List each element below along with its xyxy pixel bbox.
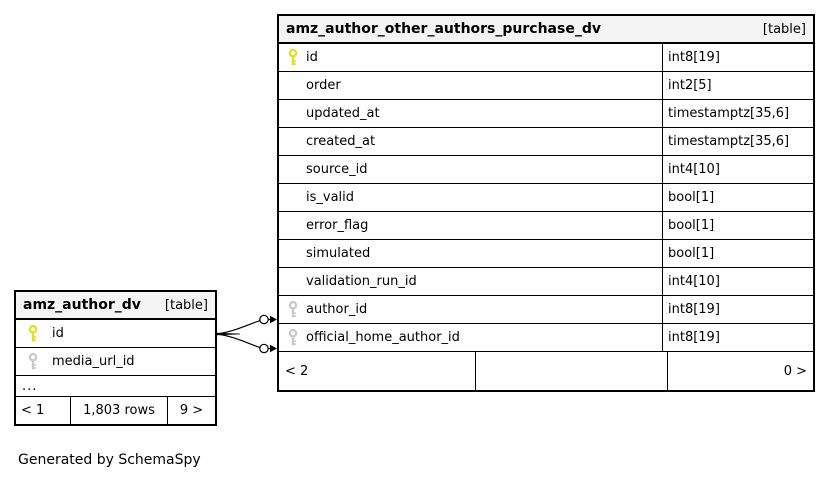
column-name: id [52, 326, 64, 341]
elided-columns-row: ... [16, 376, 215, 397]
table-footer: < 1 1,803 rows 9 > [16, 397, 215, 424]
column-name: updated_at [306, 106, 380, 121]
table-footer: < 2 0 > [279, 352, 813, 390]
table-node-amz_author_other_authors_purchase_dv[interactable]: amz_author_other_authors_purchase_dv [ta… [277, 14, 815, 392]
primary-key-icon [28, 325, 52, 342]
column-name: source_id [306, 162, 368, 177]
table-row: created_at timestamptz[35,6] [279, 128, 813, 156]
column-type: bool[1] [662, 212, 813, 239]
foreign-key-icon [288, 329, 306, 346]
column-type: int4[10] [662, 268, 813, 295]
footer-parents-count: < 2 [279, 352, 476, 390]
column-name: author_id [306, 302, 368, 317]
table-row: simulated bool[1] [279, 240, 813, 268]
generated-by-caption: Generated by SchemaSpy [18, 452, 201, 468]
table-row: error_flag bool[1] [279, 212, 813, 240]
foreign-key-icon [28, 353, 52, 370]
column-type: int8[19] [662, 324, 813, 351]
column-name: id [306, 50, 318, 65]
column-type: int8[19] [662, 44, 813, 71]
primary-key-icon [288, 49, 306, 66]
table-title: amz_author_dv [23, 297, 141, 313]
table-badge: [table] [164, 297, 208, 313]
arrowhead [270, 315, 277, 324]
table-row: source_id int4[10] [279, 156, 813, 184]
column-type: bool[1] [662, 184, 813, 211]
column-type: int4[10] [662, 156, 813, 183]
circle-connector-end [259, 343, 269, 354]
column-type: int8[19] [662, 296, 813, 323]
column-name: media_url_id [52, 354, 135, 369]
column-name: validation_run_id [306, 274, 417, 289]
table-row: id int8[19] [279, 44, 813, 72]
table-row: id [16, 320, 215, 348]
column-name: created_at [306, 134, 376, 149]
column-name: simulated [306, 246, 371, 261]
footer-children-count: 9 > [179, 403, 204, 418]
table-row: order int2[5] [279, 72, 813, 100]
footer-parents-count: < 1 [16, 397, 71, 424]
column-type: timestamptz[35,6] [662, 100, 813, 127]
table-row: author_id int8[19] [279, 296, 813, 324]
table-header[interactable]: amz_author_dv [table] [16, 292, 215, 320]
column-type: timestamptz[35,6] [662, 128, 813, 155]
footer-row-count: 1,803 rows [71, 397, 168, 424]
table-row: official_home_author_id int8[19] [279, 324, 813, 352]
fk-relationship-lines [215, 314, 277, 354]
footer-children-count: 0 > [783, 363, 807, 379]
circle-connector-end [259, 314, 269, 325]
table-row: is_valid bool[1] [279, 184, 813, 212]
column-name: error_flag [306, 218, 369, 233]
table-badge: [table] [762, 21, 806, 37]
column-type: int2[5] [662, 72, 813, 99]
arrowhead [270, 344, 277, 353]
column-type: bool[1] [662, 240, 813, 267]
column-name: official_home_author_id [306, 330, 460, 345]
foreign-key-icon [288, 301, 306, 318]
column-name: is_valid [306, 190, 355, 205]
table-title: amz_author_other_authors_purchase_dv [286, 21, 601, 37]
table-row: updated_at timestamptz[35,6] [279, 100, 813, 128]
table-node-amz_author_dv[interactable]: amz_author_dv [table] id media_url_id ..… [14, 290, 217, 426]
table-row: validation_run_id int4[10] [279, 268, 813, 296]
column-name: order [306, 78, 341, 93]
table-header[interactable]: amz_author_other_authors_purchase_dv [ta… [279, 16, 813, 44]
footer-center [476, 352, 668, 390]
table-row: media_url_id [16, 348, 215, 376]
